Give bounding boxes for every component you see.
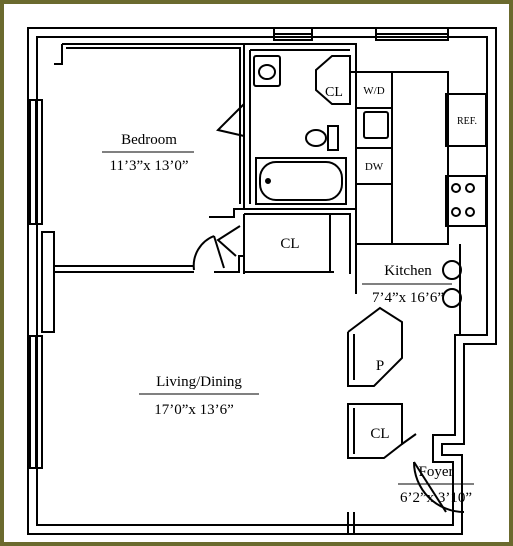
bedroom-label: Bedroom bbox=[121, 132, 177, 148]
bedroom-dimensions: 11’3”x 13’0” bbox=[110, 158, 189, 174]
bath-closet bbox=[315, 55, 351, 105]
toilet bbox=[305, 129, 327, 147]
foyer-closet bbox=[347, 403, 417, 459]
room-labels: Bedroom 11’3”x 13’0” Living/Dining 17’0”… bbox=[102, 85, 477, 506]
pantry-label: P bbox=[376, 358, 384, 374]
washer-dryer-label: W/D bbox=[363, 85, 384, 97]
foyer-closet-label: CL bbox=[370, 426, 389, 442]
bath-closet-label: CL bbox=[325, 85, 343, 100]
exterior-wall bbox=[27, 27, 497, 535]
bedroom-closet-label: CL bbox=[280, 236, 299, 252]
kitchen-fixture bbox=[442, 288, 462, 308]
foyer-label: Foyer bbox=[419, 464, 454, 480]
pantry bbox=[347, 306, 403, 387]
bedroom-closet bbox=[216, 213, 351, 274]
kitchen-fixture bbox=[442, 260, 462, 280]
living-dimensions: 17’0”x 13’6” bbox=[154, 402, 234, 418]
kitchen-counters bbox=[350, 71, 487, 245]
entry-door-swing bbox=[413, 461, 465, 513]
kitchen-label: Kitchen bbox=[384, 263, 432, 279]
foyer-dimensions: 6’2”x 3’10” bbox=[400, 490, 472, 506]
floor-plan: Bedroom 11’3”x 13’0” Living/Dining 17’0”… bbox=[27, 27, 497, 535]
bedroom-walls bbox=[54, 43, 334, 273]
bath-door bbox=[216, 103, 245, 137]
bathtub bbox=[255, 157, 347, 205]
refrigerator-label: REF. bbox=[457, 116, 477, 127]
bathroom-sink bbox=[253, 55, 281, 87]
stove bbox=[445, 175, 487, 227]
wall-column bbox=[41, 231, 55, 333]
refrigerator bbox=[445, 93, 487, 147]
dishwasher-label: DW bbox=[365, 161, 384, 173]
kitchen-dimensions: 7’4”x 16’6” bbox=[372, 290, 444, 306]
bedroom-door-swing bbox=[192, 235, 215, 271]
living-label: Living/Dining bbox=[156, 374, 242, 390]
entry-door bbox=[413, 461, 447, 513]
floor-plan-frame: Bedroom 11’3”x 13’0” Living/Dining 17’0”… bbox=[4, 4, 509, 542]
